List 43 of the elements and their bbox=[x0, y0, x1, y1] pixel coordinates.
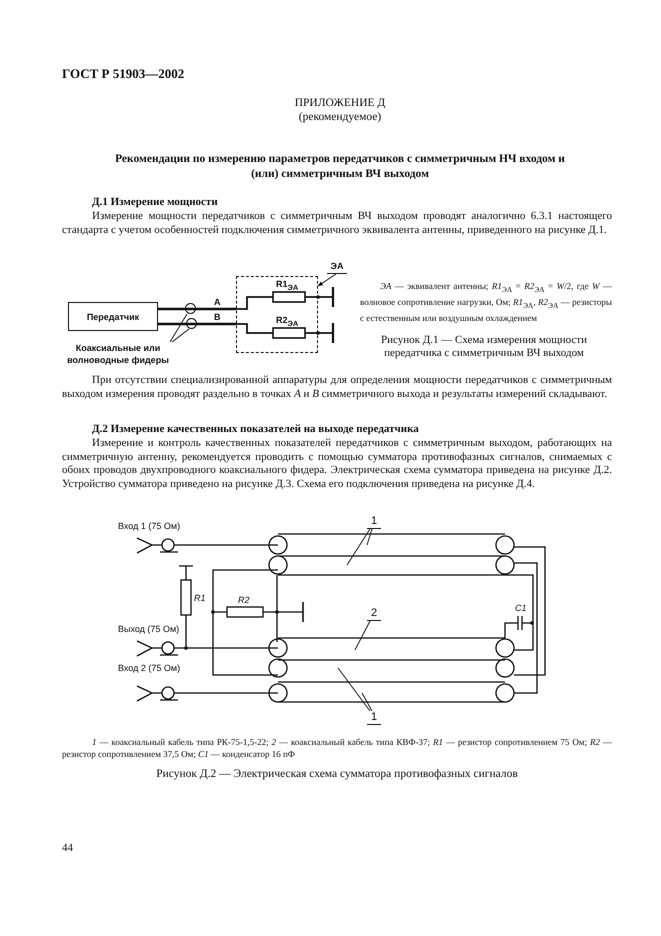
wire bbox=[158, 322, 236, 326]
figure-note: ЭА — эквивалент антенны; R1$_{ЭА}$ = R2$_{ЭА}$ = W/2, где W — волновое сопротивление нагрузки, Ом; R1$_{ЭА}$, R2$_{ЭА}$ — резисторы с естественным или воздушным охлаждением bbox=[360, 280, 612, 324]
port-label: Выход (75 Ом) bbox=[118, 624, 180, 635]
body-paragraph: При отсутствии специализированной аппаратуры для определения мощности передатчиков с симметричным выходом измерения проводят раздельно в точках A и B симметричного выхода и результаты измерений складывают. bbox=[62, 374, 612, 401]
callout-number: 1 bbox=[367, 515, 381, 529]
figure-caption: Рисунок Д.2 — Электрическая схема сумматора противофазных сигналов bbox=[155, 768, 519, 782]
edge-label: A bbox=[213, 297, 222, 307]
port-label: Вход 2 (75 Ом) bbox=[118, 663, 182, 674]
port-label: Вход 1 (75 Ом) bbox=[118, 521, 182, 532]
leader-arrow bbox=[318, 274, 336, 286]
resistor-label: R2$_{ЭА}$ bbox=[276, 315, 300, 328]
document-code: ГОСТ Р 51903—2002 bbox=[62, 66, 186, 82]
coax-connector-circle bbox=[185, 303, 196, 314]
capacitor-label: C1 bbox=[515, 603, 528, 614]
edge-label: B bbox=[213, 312, 222, 322]
appendix-heading: ПРИЛОЖЕНИЕ Д bbox=[294, 97, 386, 111]
resistor-label: R1$_{ЭА}$ bbox=[276, 279, 300, 292]
callout-text: ЭА bbox=[327, 261, 347, 274]
resistor-label: R1 bbox=[194, 593, 207, 604]
section-heading: Д.2 Измерение качественных показателей на выходе передатчика bbox=[92, 423, 420, 436]
dashed-boundary-box bbox=[236, 276, 318, 353]
leader-line bbox=[172, 328, 190, 342]
callout-number: 1 bbox=[367, 711, 381, 725]
leader-line bbox=[362, 692, 372, 712]
figure-note: 1 — коаксиальный кабель типа РК-75-1,5-22; 2 — коаксиальный кабель типа КВФ-37; R1 — резистор сопротивлением 75 Ом; R2 — резистор сопротивлением 37,5 Ом; C1 — конденсатор 16 пФ bbox=[62, 736, 612, 760]
figure-caption: Рисунок Д.1 — Схема измерения мощности передатчика с симметричным ВЧ выходом bbox=[380, 334, 588, 360]
callout-number: 2 bbox=[367, 607, 381, 621]
leader-line bbox=[366, 528, 372, 546]
body-paragraph: Измерение и контроль качественных показателей передатчиков с симметричным выходом, работающих на симметричную антенну, рекомендуется проводить с помощью сумматора противофазных сигналов, снимаемых с обоих проводов двухпроводного коаксиального фидера. Электрическая схема сумматора приведена на рисунке Д.2. Устройство сумматора приведено на рисунке Д.3. Схема его подключения приведена на рисунке Д.4. bbox=[62, 437, 612, 491]
coax-connector-circle bbox=[186, 318, 197, 329]
leader-line bbox=[346, 528, 370, 566]
page-number: 44 bbox=[62, 842, 74, 856]
appendix-subheading: (рекомендуемое) bbox=[298, 111, 382, 125]
callout-text: Коаксиальные или волноводные фидеры bbox=[60, 342, 176, 368]
body-paragraph: Измерение мощности передатчиков с симметричным ВЧ выходом проводят аналогично 6.3.1 настоящего стандарта с учетом особенностей подключения симметричного эквивалента антенны, приведенного на рисунке Д.1. bbox=[62, 210, 612, 237]
resistor-label: R2 bbox=[238, 595, 251, 606]
leader-line bbox=[338, 668, 370, 712]
leader-line bbox=[354, 620, 370, 650]
wire bbox=[158, 308, 236, 310]
heading: Рекомендации по измерению параметров передатчиков с симметричным НЧ входом и (или) симметричным ВЧ выходом bbox=[114, 152, 566, 182]
section-heading: Д.1 Измерение мощности bbox=[92, 196, 219, 210]
leader-line bbox=[170, 314, 188, 342]
transmitter-box: Передатчик bbox=[68, 302, 158, 331]
